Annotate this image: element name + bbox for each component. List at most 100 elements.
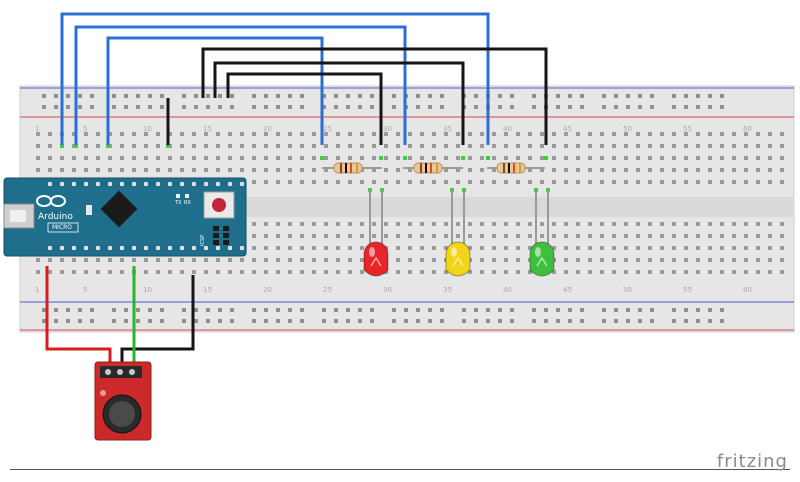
rail-hole [708,94,712,98]
column-label-top: 15 [203,125,212,133]
breadboard-hole [516,222,520,226]
breadboard-hole [636,270,640,274]
breadboard-hole [660,270,664,274]
breadboard-hole [276,270,280,274]
breadboard-hole [492,132,496,136]
breadboard-hole [624,132,628,136]
breadboard-hole [408,258,412,262]
rail-hole [194,308,198,312]
rail-hole [370,319,374,323]
led-green [529,241,555,277]
wire-red-mic [45,266,112,372]
breadboard-hole [336,222,340,226]
breadboard-hole [372,234,376,238]
breadboard-hole [372,132,376,136]
rail-hole [90,94,94,98]
breadboard-hole [624,156,628,160]
breadboard-hole [324,156,328,160]
breadboard-hole [468,270,472,274]
rail-hole [440,94,444,98]
breadboard-hole [468,168,472,172]
icsp-pin [213,233,219,238]
breadboard-hole [360,246,364,250]
breadboard-hole [720,144,724,148]
breadboard-hole [228,168,232,172]
breadboard-hole [600,258,604,262]
breadboard-hole [744,222,748,226]
header-pin [228,182,232,186]
breadboard-hole [396,180,400,184]
breadboard-hole [144,132,148,136]
breadboard-hole [576,132,580,136]
breadboard-hole [516,246,520,250]
header-pin [60,182,64,186]
rail-hole [112,319,116,323]
breadboard-hole [528,168,532,172]
rail-hole [346,105,350,109]
breadboard-hole [252,156,256,160]
rail-hole [650,94,654,98]
breadboard-hole [48,156,52,160]
breadboard-hole [36,258,40,262]
breadboard-hole [180,156,184,160]
rail-hole [638,105,642,109]
breadboard-hole [660,234,664,238]
breadboard-hole [180,270,184,274]
breadboard-hole [96,156,100,160]
breadboard-hole [600,222,604,226]
breadboard-hole [240,144,244,148]
breadboard-hole [576,222,580,226]
breadboard-hole [96,168,100,172]
breadboard-hole [384,168,388,172]
breadboard-hole [456,132,460,136]
breadboard-hole [504,234,508,238]
breadboard-hole [444,156,448,160]
rail-hole [322,319,326,323]
breadboard-hole [564,246,568,250]
breadboard-hole [396,168,400,172]
rail-hole [112,105,116,109]
rail-hole [334,105,338,109]
breadboard-hole [120,144,124,148]
breadboard-hole [756,246,760,250]
breadboard-hole [288,180,292,184]
breadboard-hole [744,270,748,274]
rail-hole [358,105,362,109]
breadboard-hole [576,156,580,160]
rail-hole [696,94,700,98]
breadboard-hole [744,234,748,238]
breadboard-hole [288,222,292,226]
breadboard-hole [456,144,460,148]
header-pin [192,246,196,250]
breadboard-hole [420,180,424,184]
rail-hole [160,308,164,312]
wires-bottom [45,266,195,372]
breadboard-hole [744,156,748,160]
breadboard-hole [684,270,688,274]
led-highlight [451,247,457,257]
breadboard-hole [312,168,316,172]
rail-hole [218,308,222,312]
breadboard-hole [684,258,688,262]
breadboard-hole [300,132,304,136]
rail-hole [288,308,292,312]
breadboard-hole [264,234,268,238]
breadboard-hole [564,234,568,238]
breadboard-hole [36,144,40,148]
breadboard-hole [684,222,688,226]
breadboard-hole [60,168,64,172]
breadboard-hole [492,234,496,238]
rail-hole [568,308,572,312]
breadboard-hole [408,132,412,136]
breadboard-hole [768,234,772,238]
breadboard-hole [60,270,64,274]
connected-hole [60,144,64,148]
tx-label: TX [174,200,182,206]
breadboard-hole [216,258,220,262]
breadboard-hole [84,156,88,160]
rail-hole [614,105,618,109]
breadboard-hole [252,132,256,136]
wires-top [60,12,548,145]
rail-hole [638,308,642,312]
breadboard-hole [396,234,400,238]
